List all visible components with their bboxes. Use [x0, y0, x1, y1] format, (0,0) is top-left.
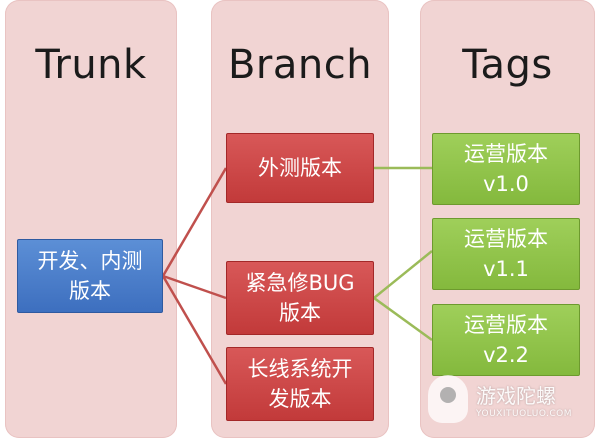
branch-longterm-line2: 发版本 [268, 387, 332, 411]
link-trunk-to-longterm [161, 275, 228, 385]
tag-v10-line2: v1.0 [483, 172, 529, 196]
tag-v22-line2: v2.2 [483, 343, 529, 367]
branch-bugfix-line2: 版本 [279, 301, 321, 325]
trunk-column: Trunk [5, 0, 177, 438]
tag-v11-node: 运营版本 v1.1 [432, 218, 580, 290]
branch-bugfix-line1: 紧急修BUG [245, 271, 355, 295]
branch-column-title: Branch [227, 42, 373, 88]
tag-v11-line1: 运营版本 [464, 227, 548, 251]
branch-bugfix-node: 紧急修BUG 版本 [226, 261, 374, 335]
watermark-name: 游戏陀螺 [476, 383, 556, 408]
watermark-domain: YOUXITUOLUO.COM [476, 408, 573, 419]
trunk-dev-node: 开发、内测 版本 [17, 239, 163, 313]
link-bugfix-to-v22 [373, 296, 433, 342]
branch-longterm-node: 长线系统开 发版本 [226, 347, 374, 421]
branch-external-node: 外测版本 [226, 133, 374, 203]
tag-v11-line2: v1.1 [483, 257, 529, 281]
branch-longterm-line1: 长线系统开 [247, 357, 353, 381]
tag-v22-line1: 运营版本 [464, 313, 548, 337]
link-bugfix-to-v11 [373, 250, 433, 299]
trunk-column-title: Trunk [35, 42, 147, 88]
watermark-text: 游戏陀螺 YOUXITUOLUO.COM [476, 380, 572, 419]
link-trunk-to-external [161, 167, 228, 277]
trunk-dev-line1: 开发、内测 [37, 249, 143, 273]
trunk-dev-line2: 版本 [69, 279, 111, 303]
link-trunk-to-bugfix [162, 274, 227, 300]
watermark: 游戏陀螺 YOUXITUOLUO.COM [428, 368, 596, 430]
tag-v22-node: 运营版本 v2.2 [432, 304, 580, 376]
tag-v10-line1: 运营版本 [464, 142, 548, 166]
tags-column-title: Tags [462, 42, 553, 88]
branch-external-line1: 外测版本 [258, 156, 342, 180]
spinning-top-logo-icon [428, 375, 468, 423]
tag-v10-node: 运营版本 v1.0 [432, 133, 580, 205]
